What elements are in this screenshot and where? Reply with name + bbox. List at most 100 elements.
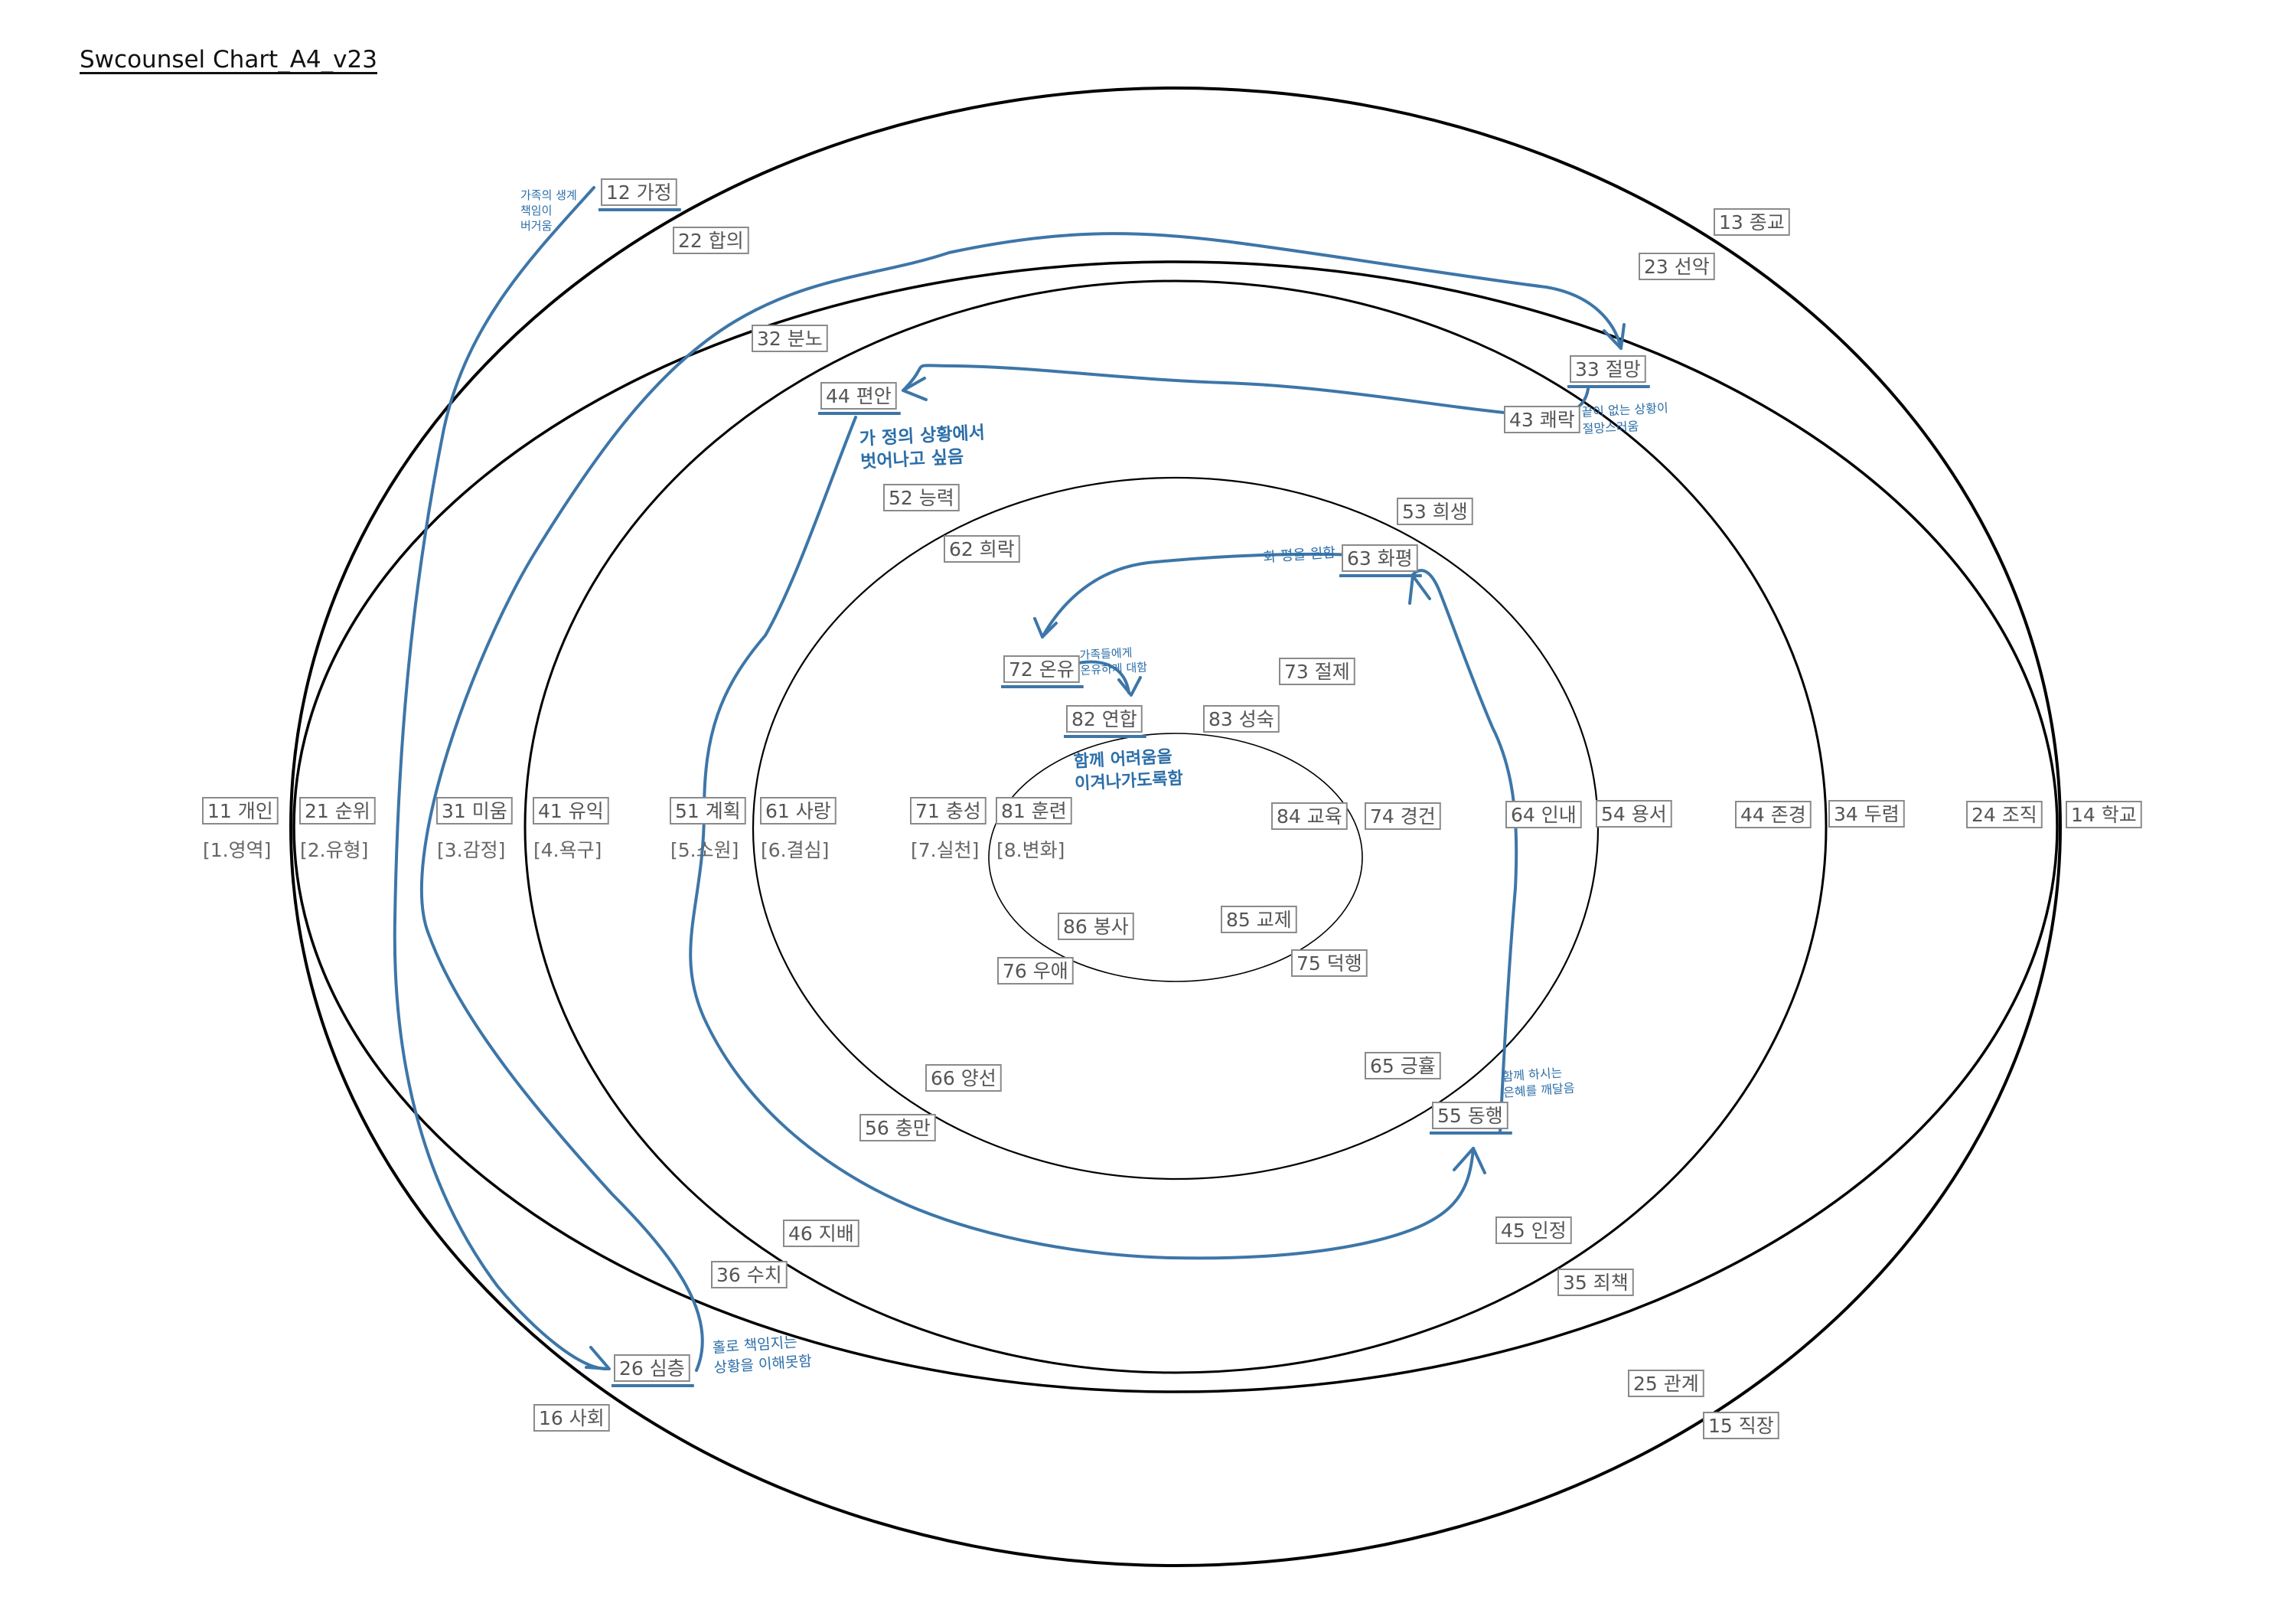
annotation-5: 화 평을 원함	[1263, 544, 1336, 566]
node-label: 84 교육	[1277, 805, 1342, 828]
node-box	[1966, 801, 2043, 828]
node-label: 73 절제	[1284, 661, 1350, 683]
annotation-line: 온유하게 대함	[1080, 660, 1148, 678]
node-label: 46 지배	[788, 1223, 854, 1245]
flow-path-12-to-26	[393, 186, 610, 1371]
node-label: 26 심층	[619, 1357, 685, 1380]
category-label: [5.소원]	[670, 839, 739, 861]
flow-arrowhead-55	[1453, 1147, 1486, 1174]
node-43: 43 쾌락	[1504, 406, 1580, 433]
node-54: 54 용서	[1596, 800, 1672, 828]
annotation-line: 벗어나고 싶음	[860, 447, 964, 472]
node-35: 35 죄책	[1557, 1269, 1634, 1296]
node-box	[997, 957, 1074, 985]
node-21: 21 순위	[299, 797, 376, 825]
node-label: 51 계획	[675, 800, 741, 822]
node-label: 55 동행	[1437, 1105, 1503, 1127]
category-label: [3.감정]	[437, 839, 505, 861]
node-label: 44 존경	[1740, 804, 1806, 826]
node-32: 32 분노	[752, 325, 828, 352]
node-box	[1066, 705, 1143, 733]
node-label: 85 교제	[1226, 909, 1292, 931]
node-86: 86 봉사	[1058, 913, 1134, 940]
node-44b: 44 존경	[1735, 801, 1812, 828]
annotation-line: 가족들에게	[1079, 645, 1133, 662]
node-label: 15 직장	[1708, 1415, 1774, 1437]
node-label: 86 봉사	[1063, 916, 1129, 938]
node-box	[820, 382, 897, 410]
node-label: 11 개인	[207, 800, 273, 822]
node-box	[910, 797, 987, 825]
node-box	[1628, 1370, 1704, 1397]
node-label: 12 가정	[606, 181, 672, 204]
node-label: 32 분노	[757, 328, 823, 350]
node-box	[1495, 1216, 1572, 1244]
node-box	[1505, 801, 1582, 828]
node-label: 82 연합	[1071, 708, 1137, 730]
node-label: 23 선악	[1644, 256, 1710, 278]
annotation-line: 이겨나가도록함	[1075, 769, 1184, 794]
annotation-line: 홀로 책임지는	[712, 1334, 797, 1357]
node-label: 43 쾌락	[1509, 409, 1575, 431]
node-box	[1003, 655, 1080, 683]
node-box	[1203, 705, 1280, 733]
node-31: 31 미움	[436, 797, 513, 825]
node-34: 34 두렴	[1828, 800, 1905, 828]
node-box	[1365, 802, 1441, 830]
node-box	[1058, 913, 1134, 940]
node-label: 61 사랑	[765, 800, 831, 822]
category-label: [2.유형]	[300, 839, 368, 861]
flow-arrowhead-26	[585, 1346, 611, 1370]
node-81: 81 훈련	[996, 797, 1072, 825]
node-label: 54 용서	[1601, 803, 1667, 825]
node-56: 56 충만	[859, 1114, 936, 1141]
ring-3	[523, 279, 1828, 1374]
node-23: 23 선악	[1639, 253, 1715, 280]
chart-title: Swcounsel Chart_A4_v23	[80, 46, 377, 73]
node-62: 62 희락	[944, 535, 1020, 563]
node-box	[1504, 406, 1580, 433]
node-label: 83 성숙	[1208, 708, 1274, 730]
node-11: 11 개인	[202, 797, 279, 825]
node-label: 74 경건	[1370, 805, 1436, 828]
node-box	[1828, 800, 1905, 828]
annotation-line: 함께 어려움을	[1073, 747, 1172, 772]
node-box	[2066, 801, 2142, 828]
node-box	[436, 797, 513, 825]
node-24: 24 조직	[1966, 801, 2043, 828]
node-label: 81 훈련	[1001, 800, 1067, 822]
node-label: 56 충만	[865, 1117, 931, 1139]
ring-4	[752, 476, 1600, 1181]
node-box	[760, 797, 837, 825]
node-box	[533, 1404, 610, 1432]
node-box	[1271, 802, 1348, 830]
node-box	[1279, 658, 1355, 685]
flow-arrowhead-72	[1033, 617, 1058, 638]
annotation-line: 버거움	[520, 219, 552, 233]
flow-path-44-to-55	[689, 416, 1475, 1260]
node-label: 52 능력	[889, 487, 954, 509]
node-label: 64 인내	[1511, 804, 1577, 826]
node-55: 55 동행	[1430, 1102, 1512, 1135]
node-73: 73 절제	[1279, 658, 1355, 685]
node-label: 34 두렴	[1834, 803, 1900, 825]
node-52: 52 능력	[883, 484, 960, 511]
node-box	[299, 797, 376, 825]
flow-path-63-to-72	[1041, 552, 1356, 638]
node-82: 82 연합	[1064, 705, 1146, 738]
node-41: 41 유익	[533, 797, 609, 825]
node-label: 66 양선	[931, 1067, 996, 1089]
node-12: 12 가정	[598, 178, 681, 211]
node-box	[1596, 800, 1672, 828]
node-box	[1703, 1412, 1779, 1439]
node-label: 76 우애	[1003, 960, 1068, 982]
flow-path-26-to-33	[419, 232, 1623, 1372]
